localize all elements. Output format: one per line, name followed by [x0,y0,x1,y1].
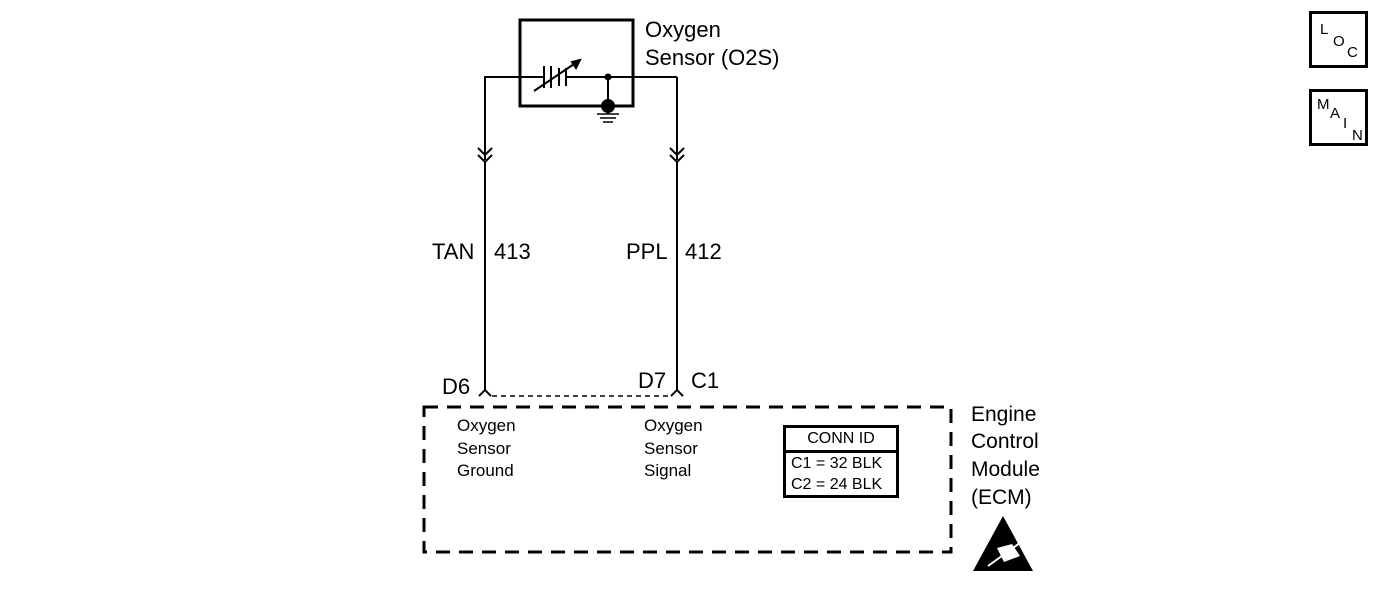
conn-id-row: C2 = 24 BLK [791,476,883,493]
terminal-right-line1: Oxygen [644,416,703,435]
sensor-name-line1: Oxygen [645,17,721,42]
esd-warning-icon [973,516,1033,571]
wire-color-right: PPL [626,239,668,264]
terminal-left-line3: Ground [457,461,514,480]
terminal-right-line2: Sensor [644,439,698,458]
main-letter-a: A [1330,105,1341,122]
sensor-element-icon [484,58,677,106]
loc-button[interactable]: L O C [1309,11,1368,68]
ecm-name-line3: Module [971,458,1040,481]
ecm-name-line1: Engine [971,403,1037,426]
junction-dot [604,73,612,81]
wire-ppl-412 [669,77,685,397]
wire-circuit-left: 413 [494,239,531,264]
pin-label-left: D6 [442,374,471,399]
conn-id-row: C1 = 32 BLK [791,455,883,472]
wire-tan-413 [477,77,493,397]
main-letter-m: M [1317,96,1330,113]
wire-color-left: TAN [432,239,475,264]
ecm-name-line2: Control [971,430,1039,453]
conn-id-table: CONN ID C1 = 32 BLK C2 = 24 BLK [783,425,899,498]
main-letter-i: I [1343,115,1348,132]
terminal-left-line1: Oxygen [457,416,516,435]
loc-letter-c: C [1347,44,1358,61]
ecm-box [422,405,953,554]
terminal-left-line2: Sensor [457,439,511,458]
conn-id-header: CONN ID [786,428,896,453]
ground-symbol-icon [597,106,619,123]
main-button[interactable]: M A I N [1309,89,1368,146]
pin-label-right: D7 [638,368,667,393]
terminal-right-line3: Signal [644,461,692,480]
ecm-name-line4: (ECM) [971,486,1032,509]
main-letter-n: N [1352,127,1363,144]
loc-letter-o: O [1333,33,1345,50]
wire-circuit-right: 412 [685,239,722,264]
sensor-name-line2: Sensor (O2S) [645,45,780,70]
loc-letter-l: L [1320,21,1329,38]
connector-label: C1 [691,368,720,393]
